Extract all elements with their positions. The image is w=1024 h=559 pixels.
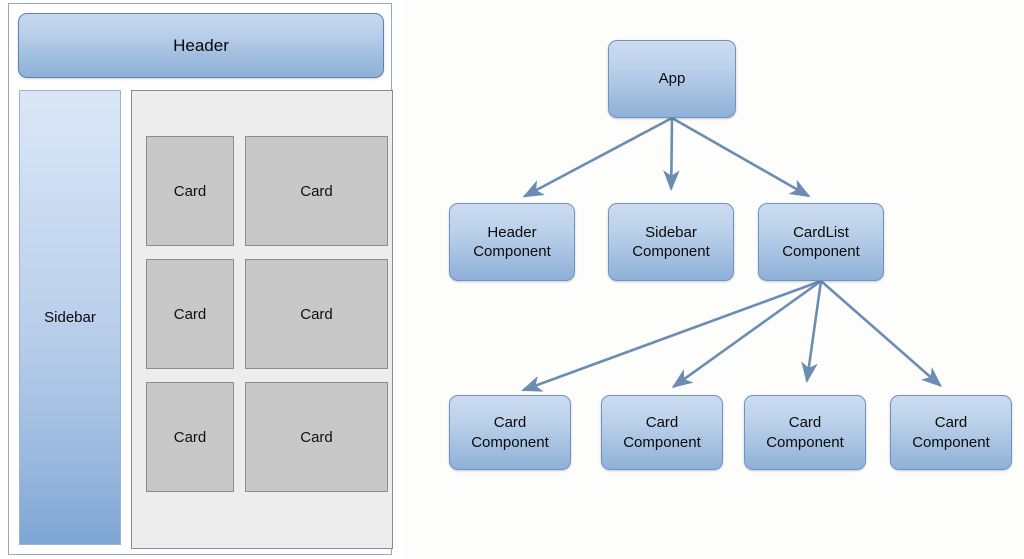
tree-edge-app-to-cardlist xyxy=(671,116,811,198)
tree-node-label-line1: Card xyxy=(645,414,679,432)
wireframe-card[interactable]: Card xyxy=(146,136,234,246)
wireframe-card[interactable]: Card xyxy=(146,382,234,492)
tree-node-label-line1: CardList xyxy=(793,223,849,241)
tree-node-label-line1: Header xyxy=(487,223,537,241)
tree-edge-app-to-sidebar xyxy=(663,117,680,192)
wireframe-sidebar-block[interactable]: Sidebar xyxy=(19,90,121,545)
wireframe-card-label: Card xyxy=(173,428,207,446)
tree-node-label-line2: Component xyxy=(471,433,549,451)
wireframe-header-label: Header xyxy=(173,35,229,55)
tree-node-label-line2: Component xyxy=(766,433,844,451)
wireframe-card-label: Card xyxy=(300,428,333,446)
wireframe-card-label: Card xyxy=(173,182,207,200)
tree-node-label-line2: Component xyxy=(912,433,990,451)
tree-node-label-line2: Component xyxy=(473,243,551,260)
tree-node-label-line2: Component xyxy=(623,433,701,451)
tree-edge-cardlist-to-card3 xyxy=(801,280,823,384)
wireframe-card[interactable]: Card xyxy=(245,259,388,369)
tree-edge-app-to-header xyxy=(522,116,673,198)
tree-node-label-line2: Component xyxy=(632,243,710,260)
tree-node-label-line2: Component xyxy=(782,243,860,260)
wireframe-panel: Header Sidebar Card Card Card Card xyxy=(8,3,393,555)
tree-edge-cardlist-to-card2 xyxy=(671,279,822,389)
tree-edge-cardlist-to-card4 xyxy=(820,280,943,388)
tree-node-label-line1: Card xyxy=(934,414,968,432)
wireframe-sidebar-label: Sidebar xyxy=(44,309,96,326)
wireframe-card-label: Card xyxy=(300,182,333,200)
wireframe-header-block[interactable]: Header xyxy=(18,13,384,78)
wireframe-cardlist-block: Card Card Card Card Card Card xyxy=(131,90,393,549)
wireframe-card[interactable]: Card xyxy=(146,259,234,369)
tree-node-label-line1: App xyxy=(658,70,686,88)
wireframe-card[interactable]: Card xyxy=(245,136,388,246)
wireframe-card-label: Card xyxy=(300,305,333,323)
wireframe-card-grid: Card Card Card Card Card Card xyxy=(146,136,388,492)
tree-node-label-line1: Card xyxy=(788,414,822,432)
tree-node-label-line1: Sidebar xyxy=(645,223,697,241)
component-tree-edges xyxy=(521,116,943,392)
tree-node-app[interactable]: App xyxy=(608,40,736,118)
wireframe-card-label: Card xyxy=(173,305,207,323)
tree-node-label-line1: Card xyxy=(493,414,527,432)
tree-edge-cardlist-to-card1 xyxy=(521,279,822,392)
wireframe-card[interactable]: Card xyxy=(245,382,388,492)
